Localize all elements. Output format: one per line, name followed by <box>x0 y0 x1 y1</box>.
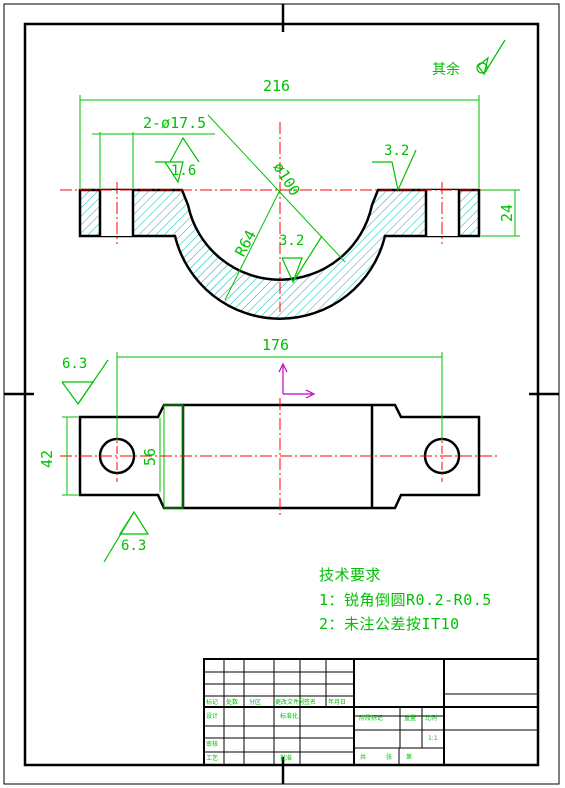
section-outline <box>78 188 481 320</box>
front-view-dimensions <box>79 95 520 301</box>
roughness-plan-bottom: 6.3 <box>121 538 147 554</box>
tb-mark: 标记 <box>206 699 219 706</box>
tb-date: 年月日 <box>328 699 347 706</box>
tb-page: 第 <box>406 754 413 761</box>
section-hatch <box>80 190 479 319</box>
tb-stage-mark: 阶段标记 <box>359 715 384 722</box>
roughness-top-left: 1.6 <box>171 163 197 179</box>
tb-signature: 签名 <box>304 699 317 706</box>
tb-total: 共 <box>360 754 367 761</box>
tb-zone: 分区 <box>249 699 262 706</box>
tb-review: 审核 <box>206 741 219 748</box>
dimension-top-width: 216 <box>263 77 291 95</box>
roughness-general-label: 其余 <box>432 62 460 78</box>
requirements-item-2: 2：未注公差按IT10 <box>319 615 460 633</box>
ucs-axis-icon <box>278 362 316 399</box>
dimension-thickness: 24 <box>498 203 516 222</box>
tb-designer: 设计 <box>206 713 219 720</box>
dimension-holes: 2-ø17.5 <box>143 114 207 132</box>
tb-standardize: 标准化 <box>280 713 299 720</box>
roughness-plan-top: 6.3 <box>62 356 88 372</box>
dimension-height-outer: 42 <box>38 449 56 468</box>
plan-view-dimensions <box>62 352 443 496</box>
requirements-item-1: 1：锐角倒圆R0.2-R0.5 <box>319 591 492 609</box>
front-section-view <box>60 122 505 320</box>
requirements-title: 技术要求 <box>319 566 382 584</box>
tb-sheets: 张 <box>386 754 393 761</box>
roughness-bore: 3.2 <box>279 233 305 249</box>
roughness-symbols-top <box>155 39 506 284</box>
tb-scale-value: 1:1 <box>428 735 438 742</box>
sheet-frame <box>3 3 560 785</box>
dimension-height-inner: 56 <box>141 447 159 466</box>
tb-weight: 重量 <box>404 715 417 722</box>
tb-count: 处数 <box>226 699 239 706</box>
roughness-top-right: 3.2 <box>384 143 410 159</box>
roughness-symbols-plan <box>61 359 150 563</box>
dimension-bottom-width: 176 <box>262 336 290 354</box>
tb-change-doc: 更改文件号 <box>275 699 306 706</box>
tb-process: 工艺 <box>206 755 219 762</box>
tb-scale: 比例 <box>425 715 438 722</box>
tb-approve: 批准 <box>280 755 293 762</box>
title-block <box>203 658 539 766</box>
plan-view <box>60 398 500 515</box>
